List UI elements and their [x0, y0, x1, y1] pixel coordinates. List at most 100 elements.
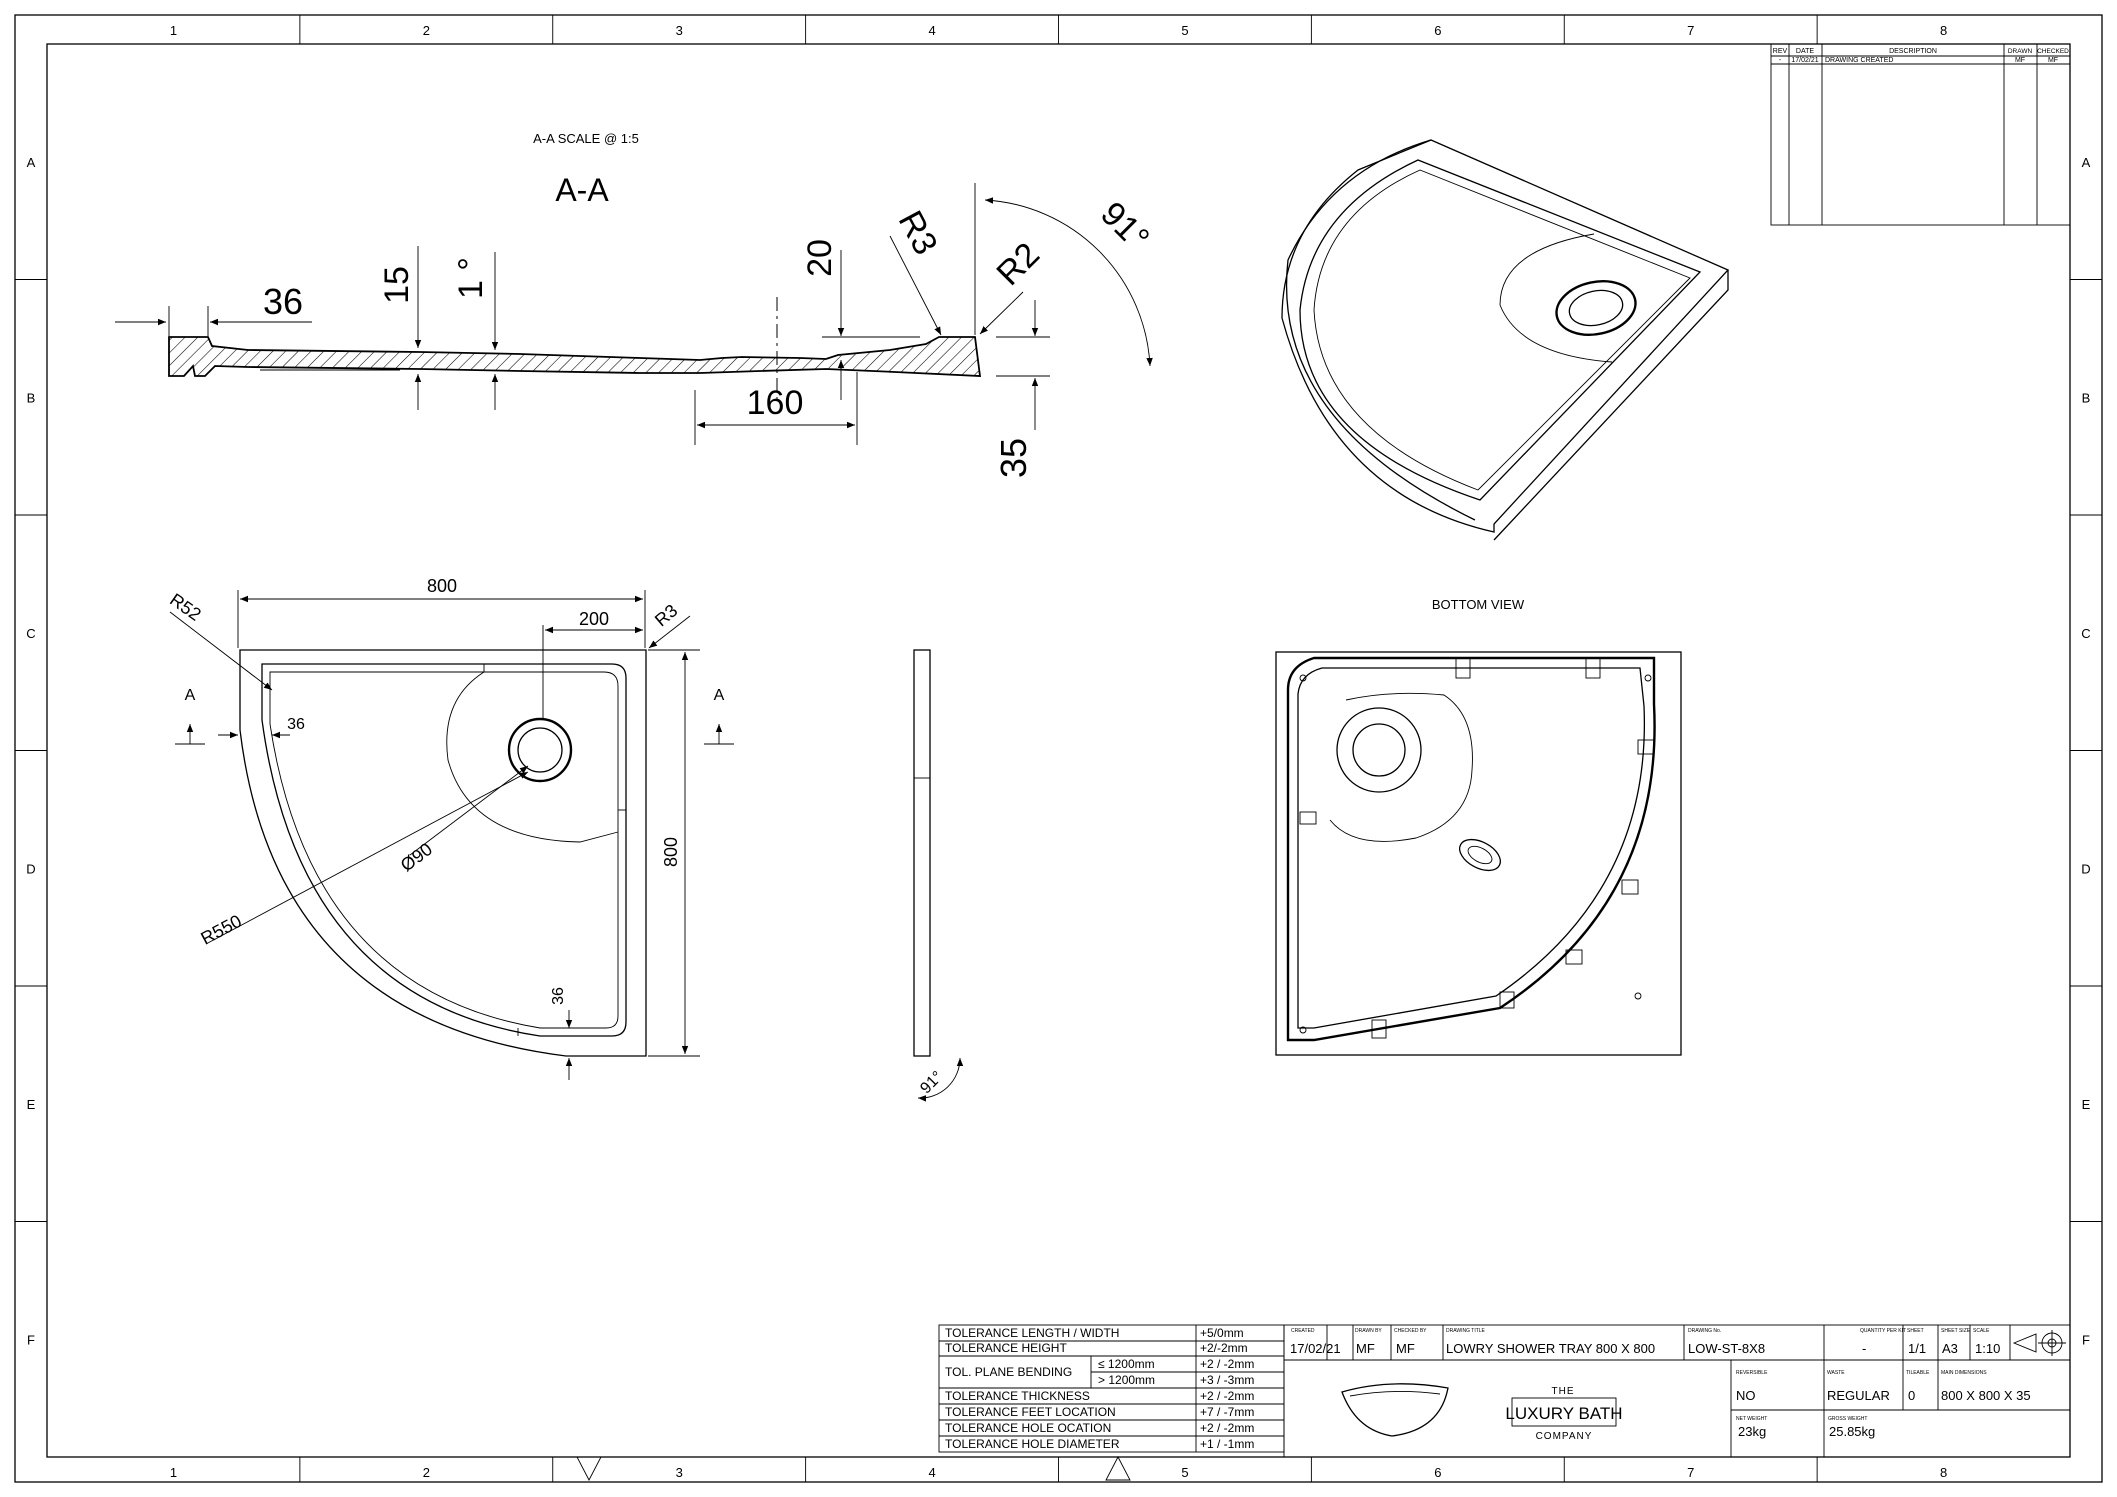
logo-text-bottom: COMPANY [1536, 1431, 1593, 1442]
checked-label: CHECKED BY [1394, 1328, 1427, 1334]
bottom-view-title: BOTTOM VIEW [1432, 597, 1525, 612]
date-header: DATE [1796, 48, 1814, 55]
title-block: CREATED 17/02/21 DRAWN BY MF CHECKED BY … [1283, 1324, 2071, 1458]
created-label: CREATED [1291, 1328, 1315, 1334]
section-marker-left: A [185, 687, 196, 704]
checked-value: MF [1396, 1341, 1415, 1356]
bottom-view: BOTTOM VIEW [1275, 597, 1682, 1056]
zone-column-label-bottom: 6 [1434, 1465, 1441, 1480]
description-header: DESCRIPTION [1889, 48, 1937, 55]
zone-row-label-left: B [27, 390, 36, 405]
dim-20: 20 [801, 239, 839, 277]
dim-91-deg-section: 91° [1093, 195, 1156, 258]
centre-mark-bottom [576, 1456, 602, 1481]
tol-label-4: TOLERANCE FEET LOCATION [945, 1405, 1116, 1419]
tol-label-6: TOLERANCE HOLE DIAMETER [945, 1437, 1120, 1451]
dim-36-section: 36 [263, 281, 303, 322]
centre-mark-bottom-2 [1105, 1456, 1131, 1481]
section-view-aa: A-A SCALE @ 1:5 A-A 36 15 1 ° 20 R3 R2 9… [115, 131, 1156, 478]
drawn-header: DRAWN [2008, 48, 2033, 55]
logo-text-main: LUXURY BATH [1505, 1404, 1622, 1423]
dim-91-deg-side: 91° [917, 1068, 946, 1097]
quantity-label: QUANTITY PER KIT [1860, 1328, 1906, 1334]
net-weight-value: 23kg [1738, 1424, 1766, 1439]
waste-label: WASTE [1827, 1370, 1845, 1376]
zone-row-label-left: C [26, 626, 35, 641]
zone-row-label-left: F [27, 1332, 35, 1347]
zone-column-label-bottom: 5 [1181, 1465, 1188, 1480]
zone-column-label-bottom: 4 [928, 1465, 935, 1480]
dim-800-side: 800 [661, 837, 681, 867]
dim-36-plan-a: 36 [287, 716, 305, 733]
zone-column-label-top: 5 [1181, 23, 1188, 38]
dim-1-degree: 1 ° [452, 257, 490, 299]
company-logo: THE LUXURY BATH COMPANY [1341, 1383, 1623, 1442]
zone-column-label-top: 1 [170, 23, 177, 38]
tol-value-2a: +2 / -2mm [1200, 1357, 1254, 1371]
drawing-no-label: DRAWING No. [1688, 1328, 1721, 1334]
dim-r52: R52 [166, 589, 205, 624]
scale-value: 1:10 [1975, 1341, 2000, 1356]
zone-row-label-right: B [2082, 390, 2091, 405]
zone-column-label-top: 2 [423, 23, 430, 38]
checked-cell: MF [2048, 57, 2058, 64]
tol-value-0: +5/0mm [1200, 1326, 1244, 1340]
sheet-size-label: SHEET SIZE [1941, 1328, 1971, 1334]
zone-column-label-bottom: 8 [1940, 1465, 1947, 1480]
dim-35: 35 [993, 438, 1034, 478]
tiling-label: TILEABLE [1906, 1370, 1930, 1376]
zone-row-label-left: E [27, 1097, 36, 1112]
created-value: 17/02/21 [1290, 1341, 1341, 1356]
tol-value-1: +2/-2mm [1200, 1341, 1248, 1355]
section-title: A-A [555, 172, 609, 208]
dim-dia90: Ø90 [397, 839, 436, 875]
tol-label-5: TOLERANCE HOLE OCATION [945, 1421, 1111, 1435]
tol-cond-2b: > 1200mm [1098, 1373, 1155, 1387]
date-cell: 17/02/21 [1791, 57, 1818, 64]
zone-row-label-left: D [26, 861, 35, 876]
zone-column-label-top: 7 [1687, 23, 1694, 38]
section-scale-note: A-A SCALE @ 1:5 [533, 131, 639, 146]
zone-row-label-right: E [2082, 1097, 2091, 1112]
rev-cell: - [1779, 57, 1782, 64]
zone-row-label-right: A [2082, 155, 2091, 170]
zone-row-label-left: A [27, 155, 36, 170]
tol-value-4: +7 / -7mm [1200, 1405, 1254, 1419]
tol-value-5: +2 / -2mm [1200, 1421, 1254, 1435]
tol-label-2: TOL. PLANE BENDING [945, 1365, 1072, 1379]
sheet-value: 1/1 [1908, 1341, 1926, 1356]
reversible-label: REVERSIBLE [1736, 1370, 1768, 1376]
revision-table: REV DATE DESCRIPTION DRAWN CHECKED - 17/… [1770, 43, 2071, 226]
tol-label-3: TOLERANCE THICKNESS [945, 1389, 1090, 1403]
tol-label-0: TOLERANCE LENGTH / WIDTH [945, 1326, 1119, 1340]
isometric-view [1281, 139, 1730, 541]
dim-r550: R550 [197, 911, 244, 949]
zone-column-label-top: 8 [1940, 23, 1947, 38]
reversible-value: NO [1736, 1388, 1756, 1403]
drawn-value: MF [1356, 1341, 1375, 1356]
gross-weight-label: GROSS WEIGHT [1828, 1416, 1867, 1422]
zone-column-label-bottom: 3 [676, 1465, 683, 1480]
description-cell: DRAWING CREATED [1825, 57, 1893, 64]
waste-value: REGULAR [1827, 1388, 1890, 1403]
side-view: 91° [913, 649, 964, 1102]
title-label: DRAWING TITLE [1446, 1328, 1486, 1334]
rev-header: REV [1773, 48, 1788, 55]
zone-column-label-bottom: 1 [170, 1465, 177, 1480]
dim-200: 200 [579, 609, 609, 629]
dim-r2-section: R2 [989, 235, 1047, 293]
tol-value-2b: +3 / -3mm [1200, 1373, 1254, 1387]
zone-column-label-top: 3 [676, 23, 683, 38]
net-weight-label: NET WEIGHT [1736, 1416, 1767, 1422]
plan-view: 800 200 R52 R3 A A 36 800 Ø90 R550 [166, 576, 734, 1080]
zone-row-label-right: D [2081, 861, 2090, 876]
projection-symbol [2012, 1330, 2066, 1356]
dim-36-plan-b: 36 [550, 987, 567, 1005]
tol-value-3: +2 / -2mm [1200, 1389, 1254, 1403]
sheet-label: SHEET [1907, 1328, 1924, 1334]
checked-header: CHECKED [2037, 48, 2069, 55]
sheet-size-value: A3 [1942, 1341, 1958, 1356]
zone-ticks [15, 15, 2102, 1482]
zone-column-label-top: 6 [1434, 23, 1441, 38]
dim-800-top: 800 [427, 576, 457, 596]
